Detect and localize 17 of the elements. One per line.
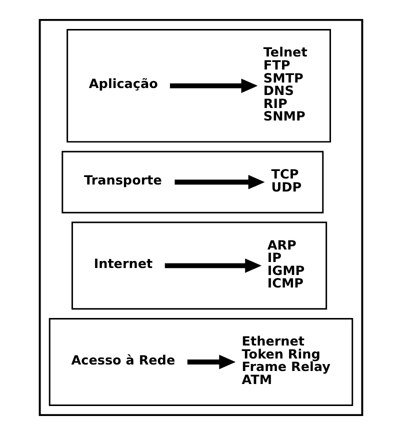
node-text: Aplicação: [88, 77, 158, 92]
arrow: [174, 174, 264, 190]
arrow: [169, 78, 258, 93]
arrow: [186, 354, 236, 370]
node-text: TCP UDP: [270, 168, 302, 196]
cluster: [38, 18, 363, 416]
node-text: Internet: [93, 257, 152, 272]
arrow: [164, 258, 262, 273]
cluster: [71, 222, 327, 310]
node-text: ARP IP IGMP ICMP: [266, 238, 304, 292]
cluster: [66, 29, 330, 143]
node-text: Acesso à Rede: [70, 353, 175, 368]
node-text: Telnet FTP SMTP DNS RIP SNMP: [262, 46, 307, 125]
node-text: Ethernet Token Ring Frame Relay ATM: [241, 334, 330, 388]
node-text: Transporte: [84, 173, 162, 188]
cluster: [48, 318, 353, 406]
cluster: [61, 150, 324, 214]
